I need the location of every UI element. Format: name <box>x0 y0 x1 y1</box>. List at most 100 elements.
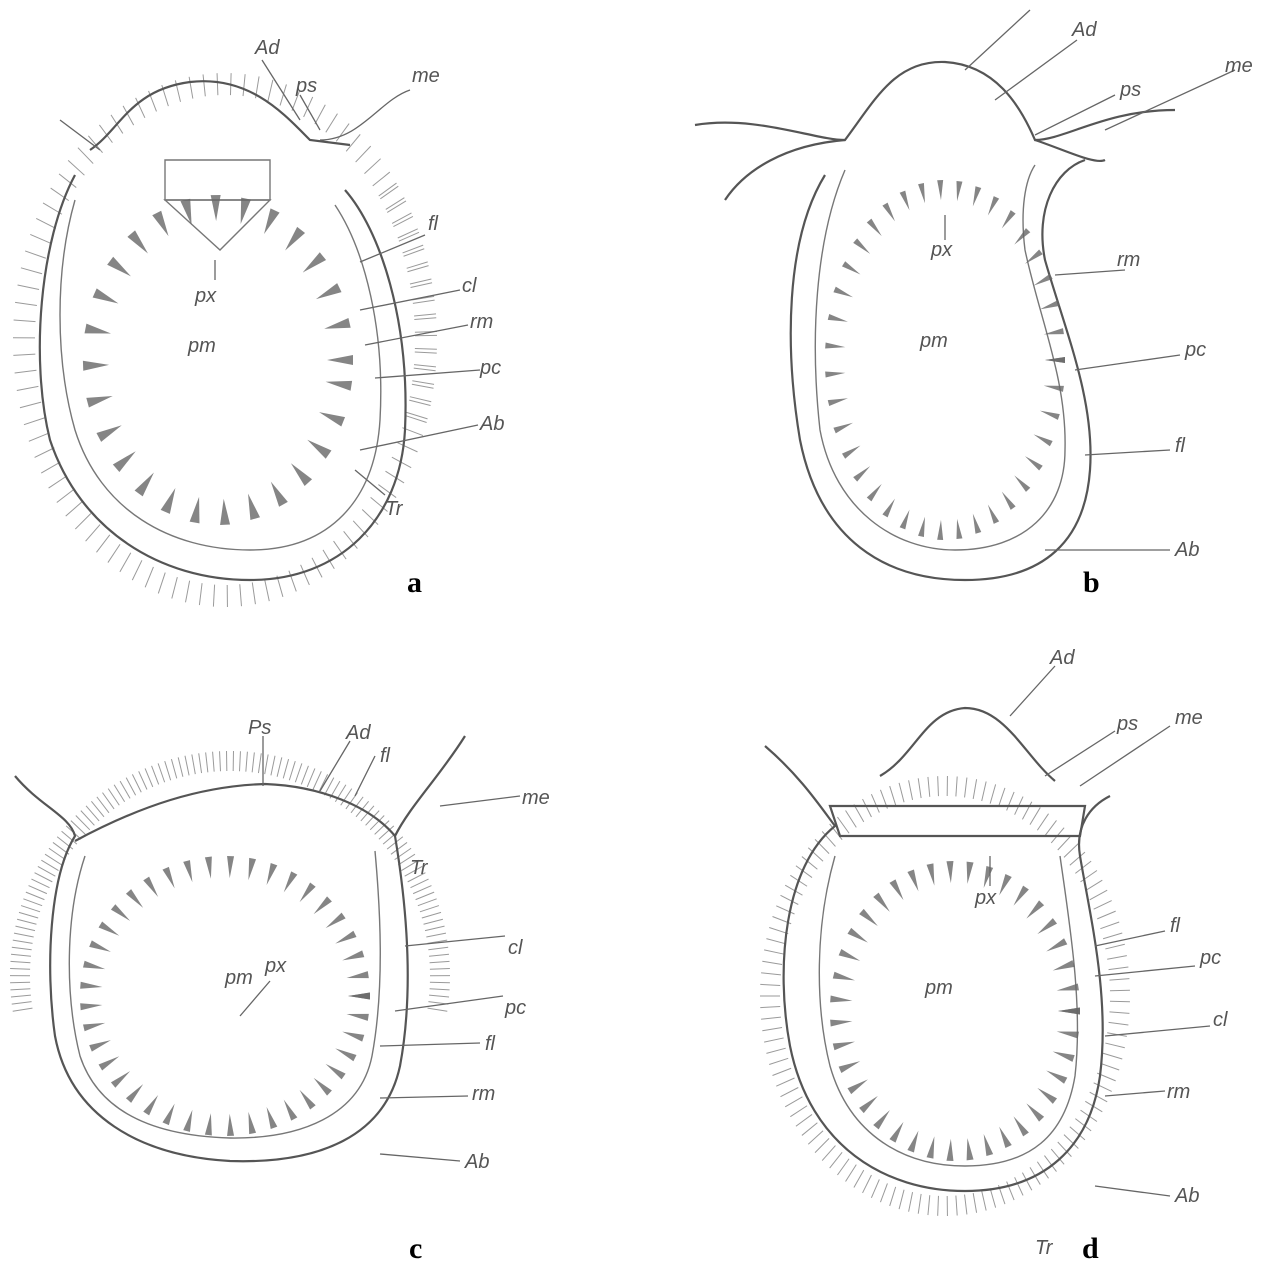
cilium <box>1085 880 1102 891</box>
tentacle <box>946 1139 954 1161</box>
tentacle <box>93 288 121 308</box>
cilium <box>764 950 784 954</box>
cilium <box>760 1007 780 1008</box>
tentacle <box>918 516 928 537</box>
cilium <box>10 982 30 983</box>
cilium <box>780 895 798 904</box>
tentacle <box>96 421 124 442</box>
cilium <box>35 448 55 458</box>
label-me-c: me <box>522 787 550 809</box>
cilium <box>1107 956 1127 960</box>
cilium <box>880 1183 887 1202</box>
tentacle <box>873 893 892 914</box>
cilium <box>846 810 857 827</box>
tentacle <box>839 949 862 964</box>
cilium <box>15 370 37 373</box>
tentacle <box>243 492 260 520</box>
tentacle <box>143 877 161 899</box>
label-ab-b: Ab <box>1174 539 1199 561</box>
tentacle <box>853 238 872 256</box>
cilium <box>246 752 248 772</box>
cilium <box>407 262 428 268</box>
label-fl-c: fl <box>485 1033 496 1055</box>
panel-c: Ps Ad fl me Tr cl pm pc px fl rm Ab c <box>0 636 635 1272</box>
cilium <box>1100 1063 1119 1070</box>
cilium <box>13 1008 33 1011</box>
cilium <box>36 218 56 228</box>
tentacle <box>83 360 109 371</box>
cilium <box>430 989 450 990</box>
cilium <box>399 232 419 241</box>
leaders-a <box>60 60 480 495</box>
tentacle <box>927 863 938 886</box>
cilium <box>956 776 957 796</box>
tentacle <box>859 909 880 929</box>
tentacle <box>1045 1067 1068 1083</box>
label-fl-b: fl <box>1175 435 1186 457</box>
tentacle <box>847 1076 869 1094</box>
cilium <box>307 768 315 786</box>
tentacle <box>80 982 102 991</box>
cilium <box>1090 890 1108 900</box>
cilium <box>822 1146 835 1161</box>
cilium <box>14 320 36 322</box>
tentacle <box>162 867 177 890</box>
cilium <box>15 926 35 930</box>
cilium <box>132 774 141 792</box>
cilium <box>240 751 241 771</box>
cilium <box>189 77 193 99</box>
tentacle <box>1024 1101 1044 1122</box>
tentacle <box>970 186 981 207</box>
tentacle <box>946 861 954 883</box>
tentacle <box>324 1061 346 1079</box>
label-fl-top-c: fl <box>380 745 391 767</box>
cilium <box>1044 820 1056 836</box>
tentacle <box>1039 300 1060 312</box>
tentacle <box>833 1038 856 1050</box>
cilium <box>769 1058 788 1064</box>
cilium <box>398 229 418 238</box>
cilium <box>403 245 424 253</box>
cilium <box>766 939 785 944</box>
cilium <box>10 961 30 962</box>
tentacle <box>341 950 364 963</box>
tentacle <box>107 257 134 281</box>
cilium <box>31 879 49 888</box>
cilium <box>990 1188 995 1207</box>
cilium <box>418 899 437 906</box>
cilium <box>11 954 31 956</box>
cilium <box>57 489 74 502</box>
diagram-d: Ad ps me px fl pc pm cl rm Ab Tr <box>635 636 1270 1272</box>
cilium <box>1110 1001 1130 1002</box>
cilium <box>38 866 55 876</box>
tentacle <box>882 203 897 223</box>
cilium <box>213 585 214 607</box>
cilium <box>13 940 33 943</box>
cilium <box>11 995 31 997</box>
label-pm-c: pm <box>224 967 253 989</box>
cilium <box>965 1195 967 1215</box>
cilium <box>854 805 864 822</box>
cilium <box>766 1048 785 1053</box>
cilium <box>10 969 30 970</box>
cilium <box>120 781 130 798</box>
cilium <box>268 80 273 101</box>
tentacle <box>873 1108 892 1129</box>
tentacle <box>226 1114 234 1136</box>
tentacle <box>297 1088 316 1110</box>
cilium <box>415 352 437 353</box>
cilium <box>21 906 40 912</box>
cilium <box>23 899 42 906</box>
tentacle <box>300 252 326 276</box>
cilium <box>178 757 183 776</box>
cilium <box>404 249 425 257</box>
cilium <box>240 584 242 606</box>
cilium <box>336 124 349 142</box>
cilium <box>780 1088 798 1097</box>
label-fl-d: fl <box>1170 915 1181 937</box>
tentacle <box>348 993 370 1000</box>
cilium <box>213 752 215 772</box>
tentacle <box>1032 432 1052 447</box>
cilium <box>35 873 53 882</box>
tentacle <box>281 871 298 894</box>
